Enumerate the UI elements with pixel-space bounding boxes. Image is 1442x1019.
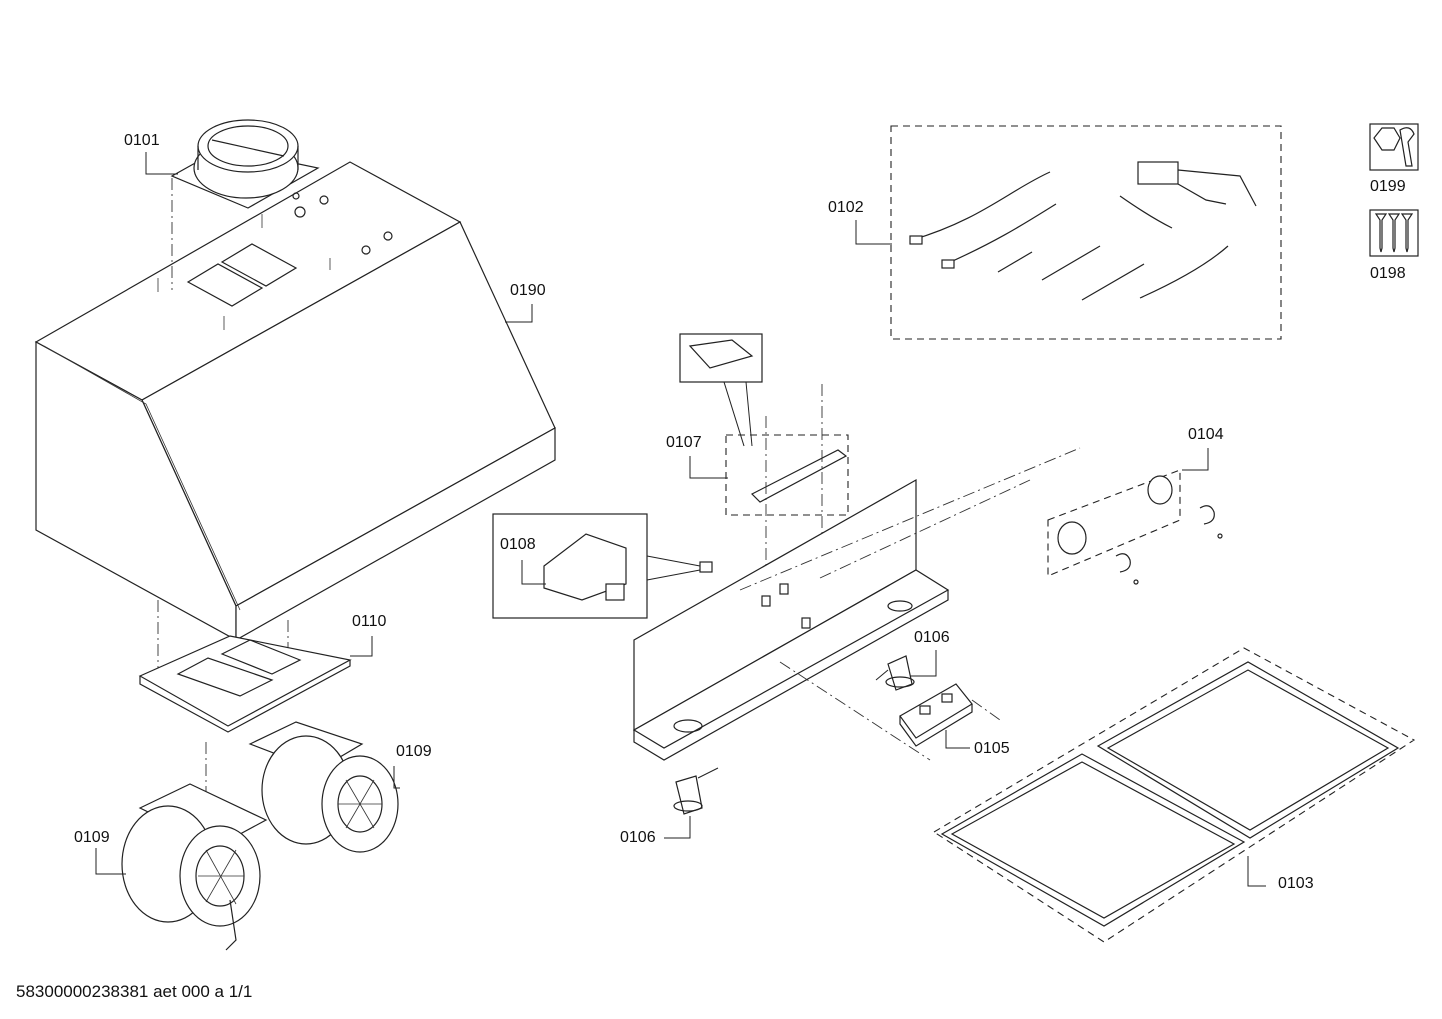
label-0109-right: 0109	[396, 743, 432, 760]
leader-lines	[95, 152, 1266, 887]
label-0102: 0102	[828, 199, 864, 216]
wiring-harness-set[interactable]	[890, 125, 1282, 340]
label-0104: 0104	[1188, 426, 1224, 443]
drawing-number: 58300000238381 aet 000 a 1/1	[16, 982, 253, 1001]
blower-motor-right[interactable]	[248, 721, 399, 853]
blower-motor-left[interactable]	[121, 742, 268, 951]
wrench-nut-icon	[1369, 123, 1419, 171]
label-0198: 0198	[1370, 265, 1406, 282]
grease-filter-set[interactable]	[932, 647, 1416, 943]
label-0101: 0101	[124, 132, 160, 149]
label-0199: 0199	[1370, 178, 1406, 195]
chassis-panel[interactable]	[632, 447, 1081, 761]
label-0108: 0108	[500, 536, 536, 553]
label-0106-top: 0106	[914, 629, 950, 646]
label-0109-left: 0109	[74, 829, 110, 846]
label-0105: 0105	[974, 740, 1010, 757]
label-0106-bottom: 0106	[620, 829, 656, 846]
duct-collar[interactable]	[170, 119, 320, 209]
label-0110: 0110	[352, 613, 387, 630]
hood-housing[interactable]	[34, 161, 556, 668]
lamp-holder-bottom[interactable]	[673, 767, 719, 815]
mounting-plate[interactable]	[138, 635, 352, 733]
switch-detail[interactable]	[492, 513, 713, 619]
lamp-set[interactable]	[1047, 469, 1223, 585]
label-0107: 0107	[666, 434, 702, 451]
lamp-holder-top[interactable]	[875, 655, 915, 691]
control-board[interactable]	[779, 661, 1001, 761]
label-0103: 0103	[1278, 875, 1314, 892]
screw-set-icon	[1369, 209, 1419, 257]
label-0190: 0190	[510, 282, 546, 299]
